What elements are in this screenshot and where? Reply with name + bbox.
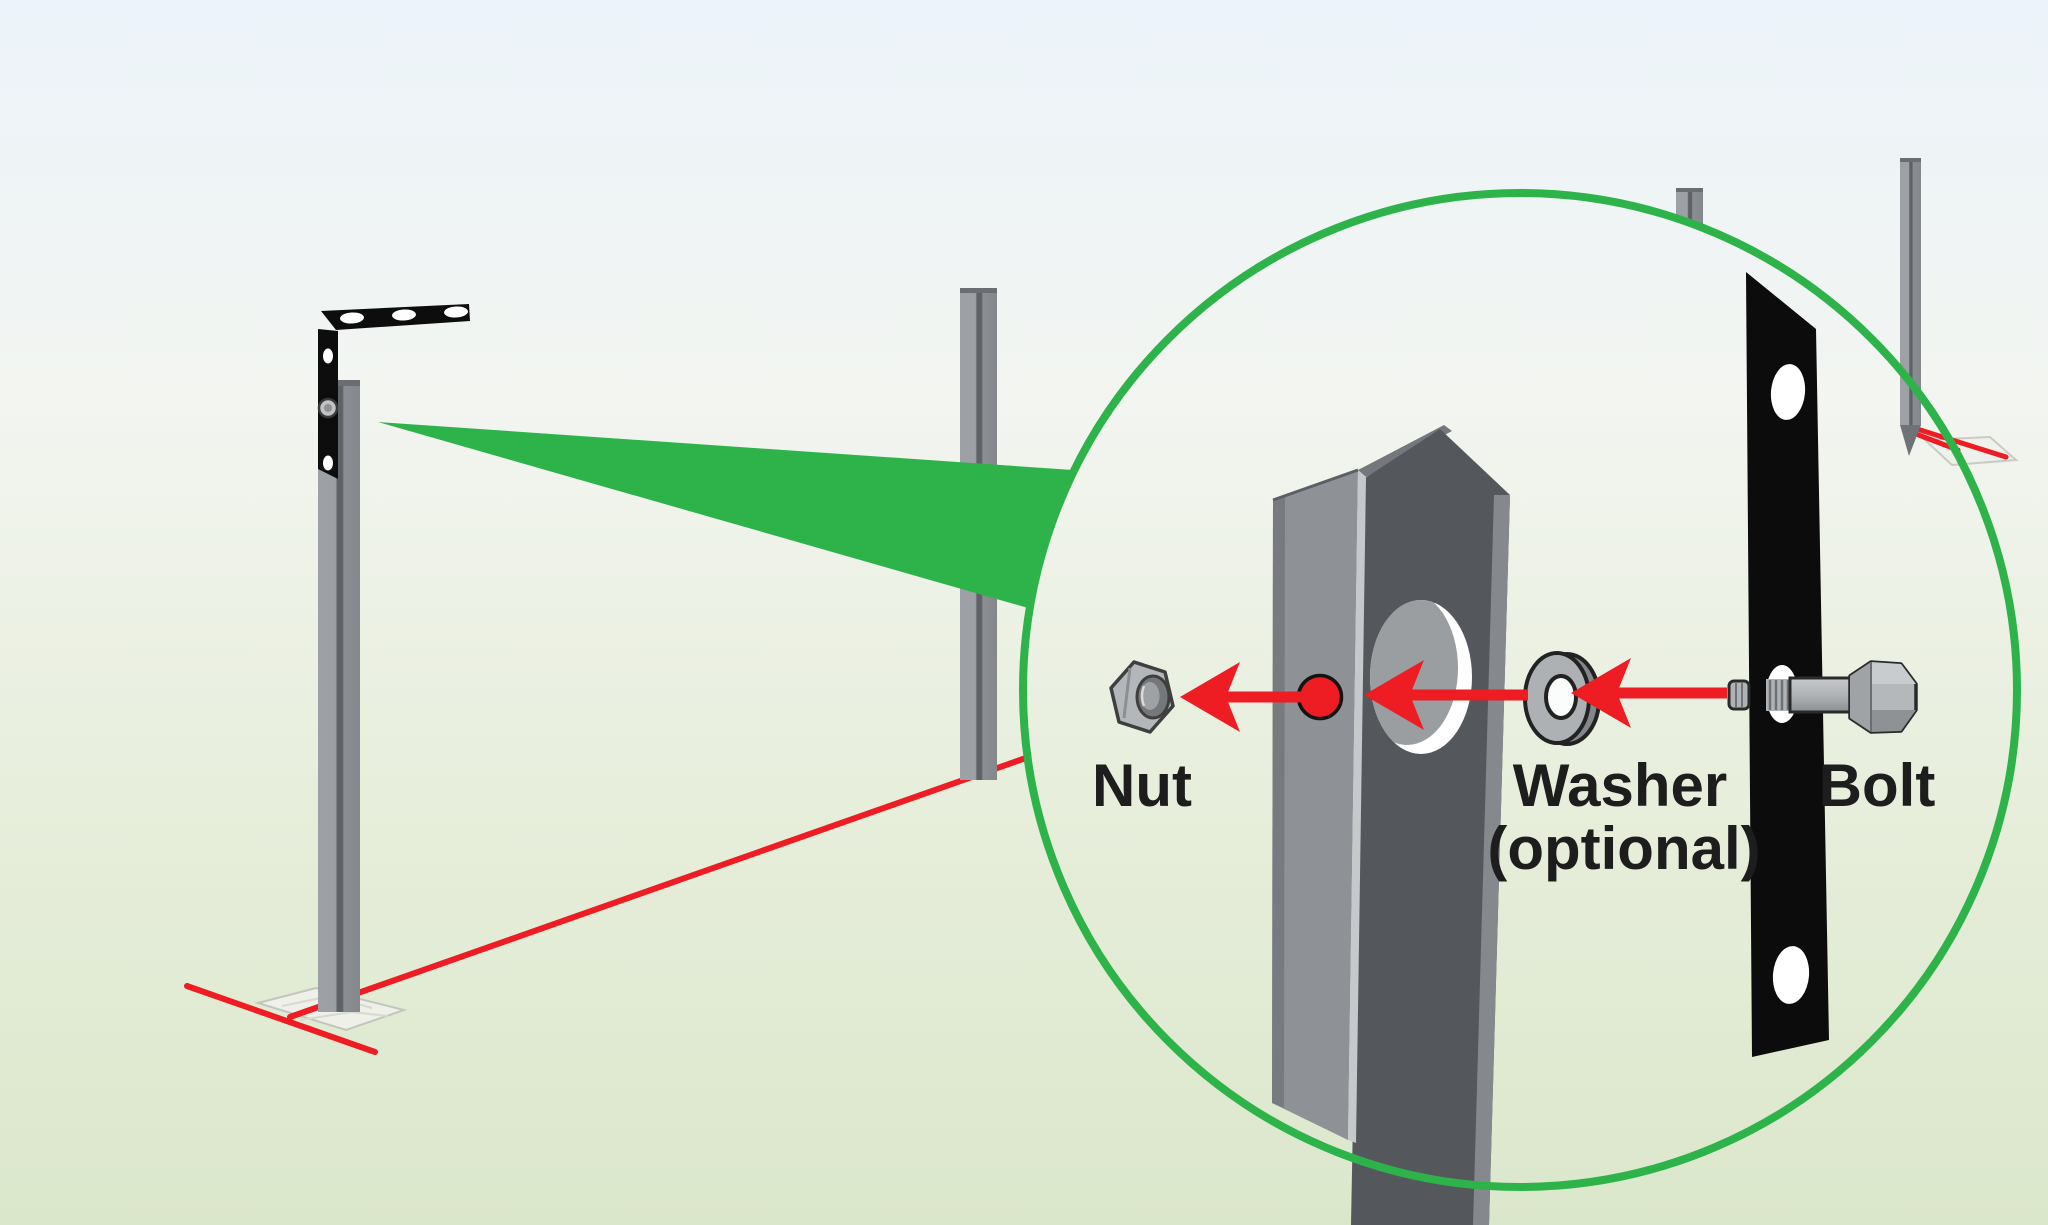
- right-post: [1900, 158, 1921, 456]
- left-post: [318, 380, 360, 1012]
- callout-wedge: [378, 422, 1073, 612]
- magnifier-circle-outline: [1019, 189, 2021, 1191]
- corner-bracket: [317, 304, 470, 479]
- arrow-to-washer: [1571, 658, 1727, 728]
- nut-label: Nut: [1092, 752, 1192, 819]
- post-bolt-hole: [1370, 600, 1472, 754]
- nut-icon: [1109, 660, 1175, 734]
- washer-label: Washer: [1513, 752, 1728, 819]
- washer-optional-label: (optional): [1487, 815, 1760, 882]
- bolt-label: Bolt: [1819, 752, 1936, 819]
- arrow-to-nut: [1180, 662, 1330, 732]
- punched-flat-bar: [1746, 272, 1829, 1057]
- magnified-angle-post: [1272, 425, 1510, 1225]
- bolt-icon: [1727, 660, 1918, 734]
- cross-string-line: [184, 983, 378, 1055]
- bar-hole-bottom: [1772, 946, 1810, 1004]
- assembly-arrows: [1180, 658, 1727, 732]
- washer-icon: [1523, 651, 1601, 746]
- arrow-to-hole: [1364, 660, 1528, 730]
- string-lines: [184, 750, 1043, 1055]
- bracket-holes: [323, 306, 468, 471]
- bar-hole-top: [1770, 364, 1806, 420]
- bracket-bolt-head-icon: [317, 397, 339, 419]
- fence-line-string: [287, 750, 1043, 1020]
